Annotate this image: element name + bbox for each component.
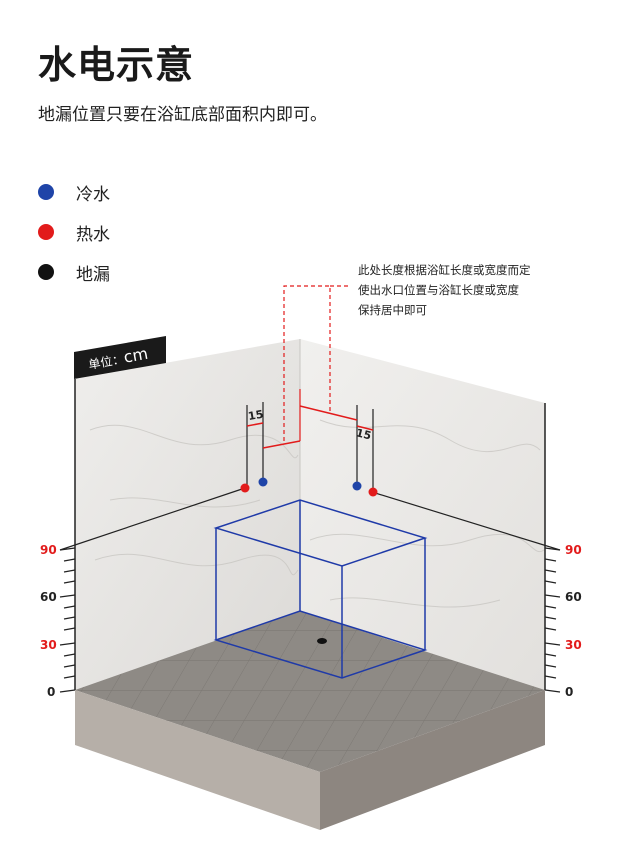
dimension-note: 此处长度根据浴缸长度或宽度而定 使出水口位置与浴缸长度或宽度 保持居中即可 — [358, 260, 531, 320]
unit-badge — [74, 336, 166, 379]
legend-label-floor-drain: 地漏 — [76, 264, 110, 285]
right-scale-30: 30 — [565, 638, 582, 652]
left-scale-90: 90 — [40, 543, 57, 557]
floor-side-right — [320, 690, 545, 830]
hot-water-outlet-left — [240, 483, 250, 493]
legend-item-hot-water: 热水 — [38, 212, 110, 252]
hot-water-dot-icon — [38, 224, 54, 240]
cold-water-dot-icon — [38, 184, 54, 200]
left-dimension-label: 15 — [247, 408, 264, 423]
legend-item-cold-water: 冷水 — [38, 172, 110, 212]
left-wall — [75, 339, 300, 690]
left-scale-60: 60 — [40, 590, 57, 604]
left-scale-0: 0 — [47, 685, 56, 699]
dimension-callout-dashed — [283, 285, 350, 441]
floor-drain-dot-icon — [38, 264, 54, 280]
left-scale-30: 30 — [40, 638, 57, 652]
bathtub-outline — [213, 499, 428, 679]
legend-item-floor-drain: 地漏 — [38, 252, 110, 292]
right-dimension-label: 15 — [355, 426, 373, 442]
right-scale-0: 0 — [565, 685, 574, 699]
floor-surface — [75, 611, 545, 772]
floor-drain — [317, 638, 327, 644]
legend-label-cold-water: 冷水 — [76, 184, 110, 205]
hot-water-outlet-right — [368, 487, 378, 497]
right-dimension-lines — [356, 405, 374, 490]
left-center-guide — [262, 440, 301, 449]
right-scale-60: 60 — [565, 590, 582, 604]
right-outlet-leader — [371, 491, 561, 551]
right-center-guide — [299, 405, 358, 421]
right-height-ruler — [544, 547, 561, 693]
cold-water-outlet-left — [258, 477, 268, 487]
note-line-3: 保持居中即可 — [358, 303, 427, 317]
floor-side-left — [75, 690, 320, 830]
legend: 冷水 热水 地漏 — [38, 172, 110, 292]
page-subtitle: 地漏位置只要在浴缸底部面积内即可。 — [38, 105, 327, 125]
right-scale-90: 90 — [565, 543, 582, 557]
left-height-ruler — [59, 547, 76, 693]
legend-label-hot-water: 热水 — [76, 224, 110, 245]
note-line-2: 使出水口位置与浴缸长度或宽度 — [358, 283, 519, 297]
note-line-1: 此处长度根据浴缸长度或宽度而定 — [358, 263, 531, 277]
cold-water-outlet-right — [352, 481, 362, 491]
left-outlet-leader — [59, 487, 246, 551]
left-dimension-lines — [246, 402, 264, 486]
page-title: 水电示意 — [38, 43, 195, 87]
